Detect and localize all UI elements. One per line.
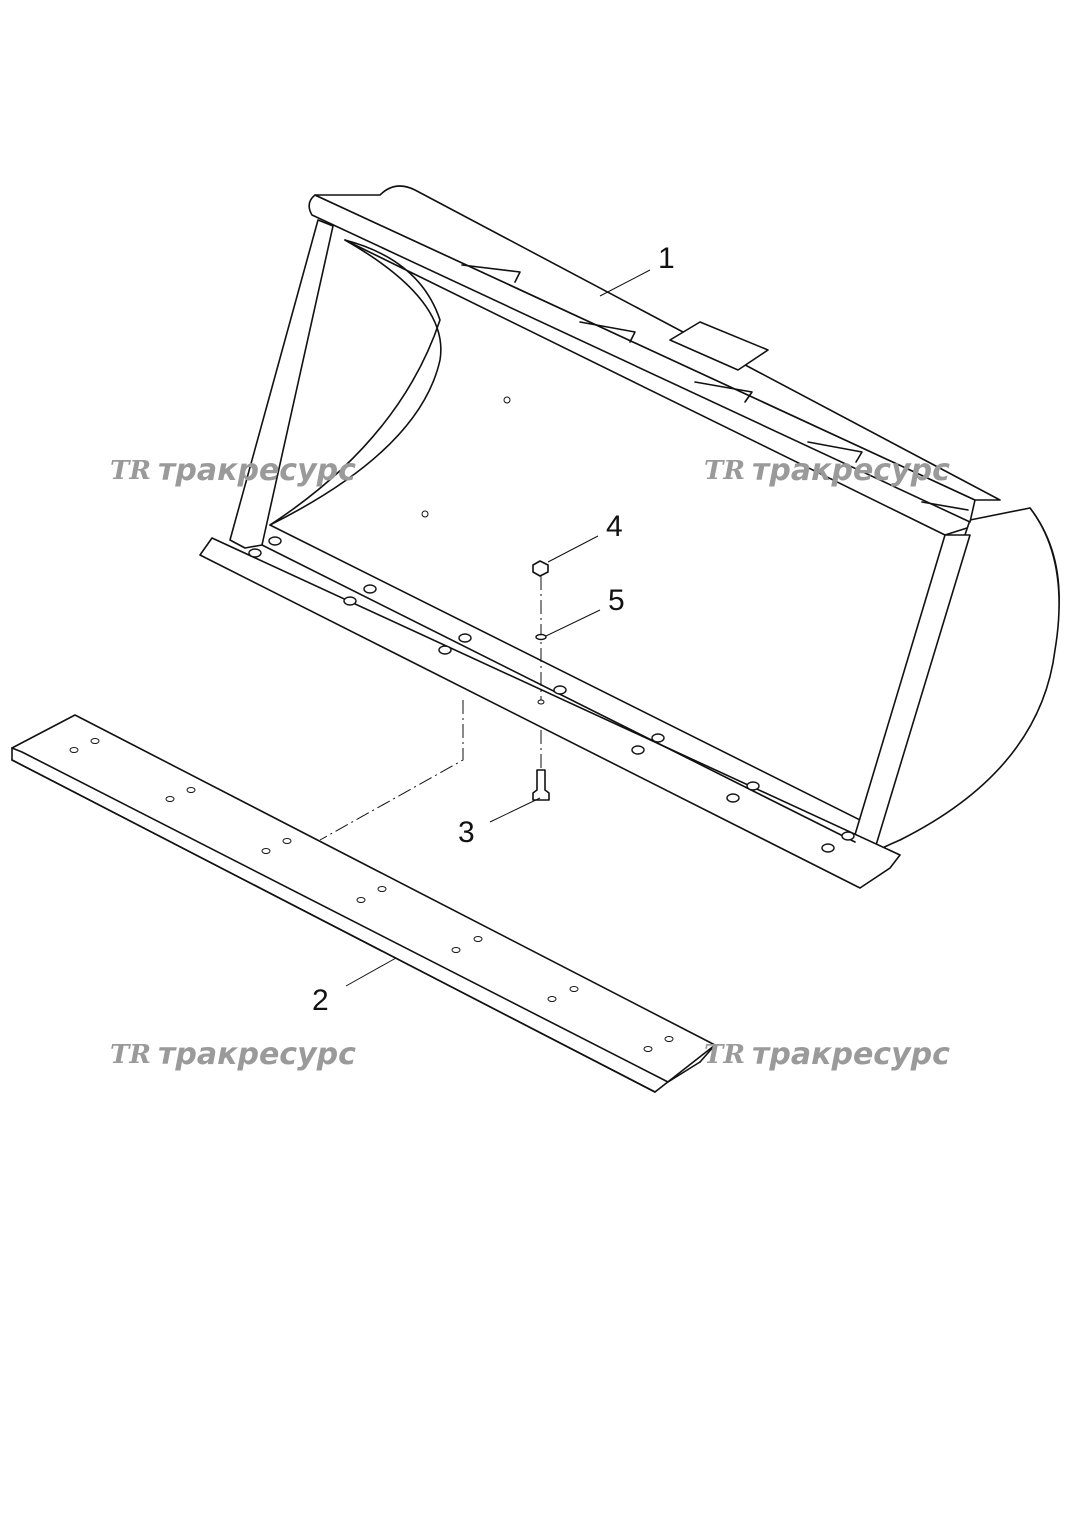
callout-3: 3 bbox=[458, 816, 475, 849]
bolt-icon bbox=[532, 769, 550, 801]
callout-5: 5 bbox=[608, 584, 625, 617]
blade-holes bbox=[69, 738, 674, 1052]
base-bolts bbox=[248, 536, 855, 853]
left-upright bbox=[229, 219, 334, 549]
blade-bevel bbox=[11, 747, 701, 1083]
leader-3 bbox=[489, 797, 541, 823]
rib-1 bbox=[461, 264, 521, 283]
watermark-text: тракресурс bbox=[158, 453, 356, 488]
bucket-base-plate bbox=[199, 537, 901, 889]
plate-hole bbox=[503, 396, 511, 404]
rib-5 bbox=[921, 501, 969, 511]
callout-2: 2 bbox=[312, 984, 329, 1017]
bucket-assembly bbox=[199, 185, 1060, 889]
edge-hole bbox=[537, 699, 545, 705]
bucket-right-side bbox=[854, 507, 1060, 861]
rib-3 bbox=[694, 381, 753, 403]
watermark-logo: TR bbox=[110, 456, 151, 486]
washer-icon bbox=[535, 633, 547, 641]
rib-4 bbox=[807, 441, 863, 463]
watermark-3: TR тракресурс bbox=[110, 1037, 356, 1072]
blade-front-edge bbox=[11, 759, 656, 1093]
watermark-1: TR тракресурс bbox=[110, 453, 356, 488]
watermark-logo: TR bbox=[704, 456, 745, 486]
cutting-edge-blade bbox=[11, 714, 716, 1093]
watermark-2: TR тракресурс bbox=[704, 453, 950, 488]
mounting-pad bbox=[669, 321, 769, 371]
watermark-text: тракресурс bbox=[158, 1037, 356, 1072]
leader-2 bbox=[345, 957, 397, 987]
leader-1 bbox=[599, 269, 651, 297]
watermark-4: TR тракресурс bbox=[704, 1037, 950, 1072]
watermark-text: тракресурс bbox=[752, 453, 950, 488]
rib-2 bbox=[579, 321, 636, 343]
leader-4 bbox=[547, 535, 599, 563]
callout-4: 4 bbox=[606, 510, 623, 543]
watermark-logo: TR bbox=[110, 1040, 151, 1070]
bucket-top-tube bbox=[308, 194, 976, 523]
blade-body bbox=[11, 714, 716, 1093]
fastener-stack bbox=[532, 560, 550, 801]
plate-hole bbox=[421, 510, 429, 518]
alignment-line bbox=[319, 700, 464, 841]
watermark-text: тракресурс bbox=[752, 1037, 950, 1072]
blade-bevel-end bbox=[699, 1044, 716, 1063]
callout-1: 1 bbox=[658, 242, 675, 275]
bucket-top-rear-plate bbox=[314, 185, 1001, 501]
nut-icon bbox=[532, 560, 549, 577]
leader-5 bbox=[545, 609, 601, 637]
bucket-left-side bbox=[269, 239, 442, 526]
watermark-logo: TR bbox=[704, 1040, 745, 1070]
